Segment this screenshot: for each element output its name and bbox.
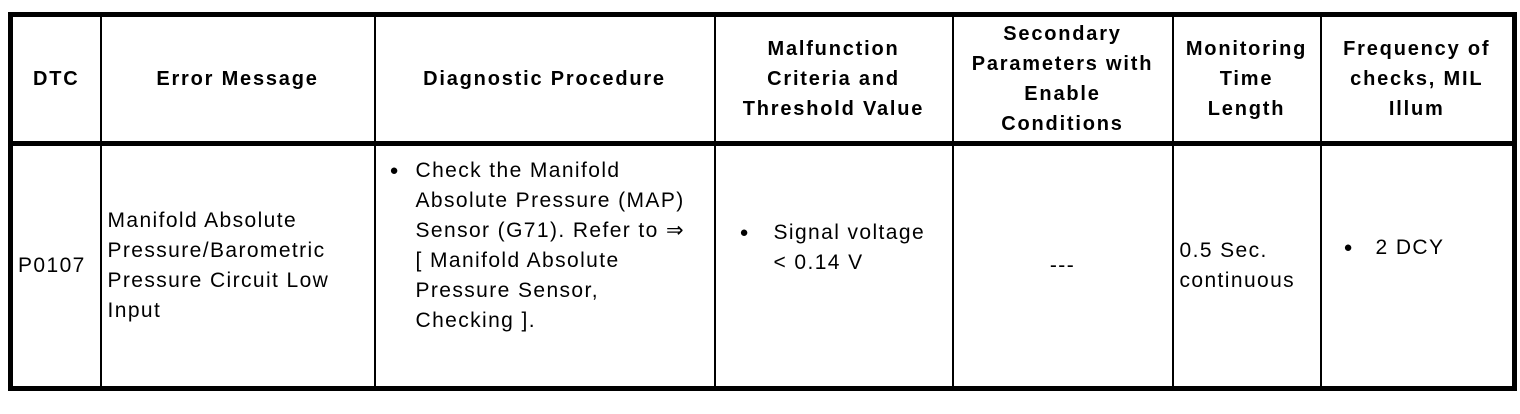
header-dtc: DTC xyxy=(9,14,102,146)
cell-secondary-parameters: --- xyxy=(951,143,1174,389)
cell-error-message: Manifold Absolute Pressure/Barometric Pr… xyxy=(99,143,376,389)
cell-dtc-code: P0107 xyxy=(9,143,102,389)
header-secondary-parameters: Secondary Parameters with Enable Conditi… xyxy=(951,14,1174,146)
header-monitoring-time: Monitoring Time Length xyxy=(1171,14,1322,146)
frequency-of-checks-text: 2 DCY xyxy=(1375,236,1445,259)
cell-frequency-of-checks: ● 2 DCY xyxy=(1319,143,1516,389)
header-malfunction-criteria: Malfunction Criteria and Threshold Value xyxy=(713,14,954,146)
cell-monitoring-time: 0.5 Sec. continuous xyxy=(1171,143,1322,389)
secondary-parameters-text: --- xyxy=(1049,254,1076,277)
dtc-code: P0107 xyxy=(18,254,86,277)
header-frequency-of-checks: Frequency of checks, MIL Illum xyxy=(1319,14,1516,146)
diagnostic-procedure-text: Check the Manifold Absolute Pressure (MA… xyxy=(415,159,685,332)
header-diagnostic-procedure: Diagnostic Procedure xyxy=(373,14,716,146)
bullet-icon: ● xyxy=(739,224,750,241)
document-page: DTC Error Message Diagnostic Procedure M… xyxy=(0,12,1520,414)
table-row: P0107 Manifold Absolute Pressure/Baromet… xyxy=(9,143,1516,389)
dtc-table: DTC Error Message Diagnostic Procedure M… xyxy=(8,12,1517,391)
bullet-icon: ● xyxy=(1343,239,1354,256)
malfunction-criteria-text: Signal voltage < 0.14 V xyxy=(773,221,926,274)
error-message-text: Manifold Absolute Pressure/Barometric Pr… xyxy=(107,209,330,322)
cell-diagnostic-procedure: ● Check the Manifold Absolute Pressure (… xyxy=(373,143,716,389)
table-header-row: DTC Error Message Diagnostic Procedure M… xyxy=(9,14,1516,146)
bullet-icon: ● xyxy=(389,162,400,179)
cell-malfunction-criteria: ● Signal voltage < 0.14 V xyxy=(713,143,954,389)
header-error-message: Error Message xyxy=(99,14,376,146)
monitoring-time-text: 0.5 Sec. continuous xyxy=(1179,239,1296,292)
